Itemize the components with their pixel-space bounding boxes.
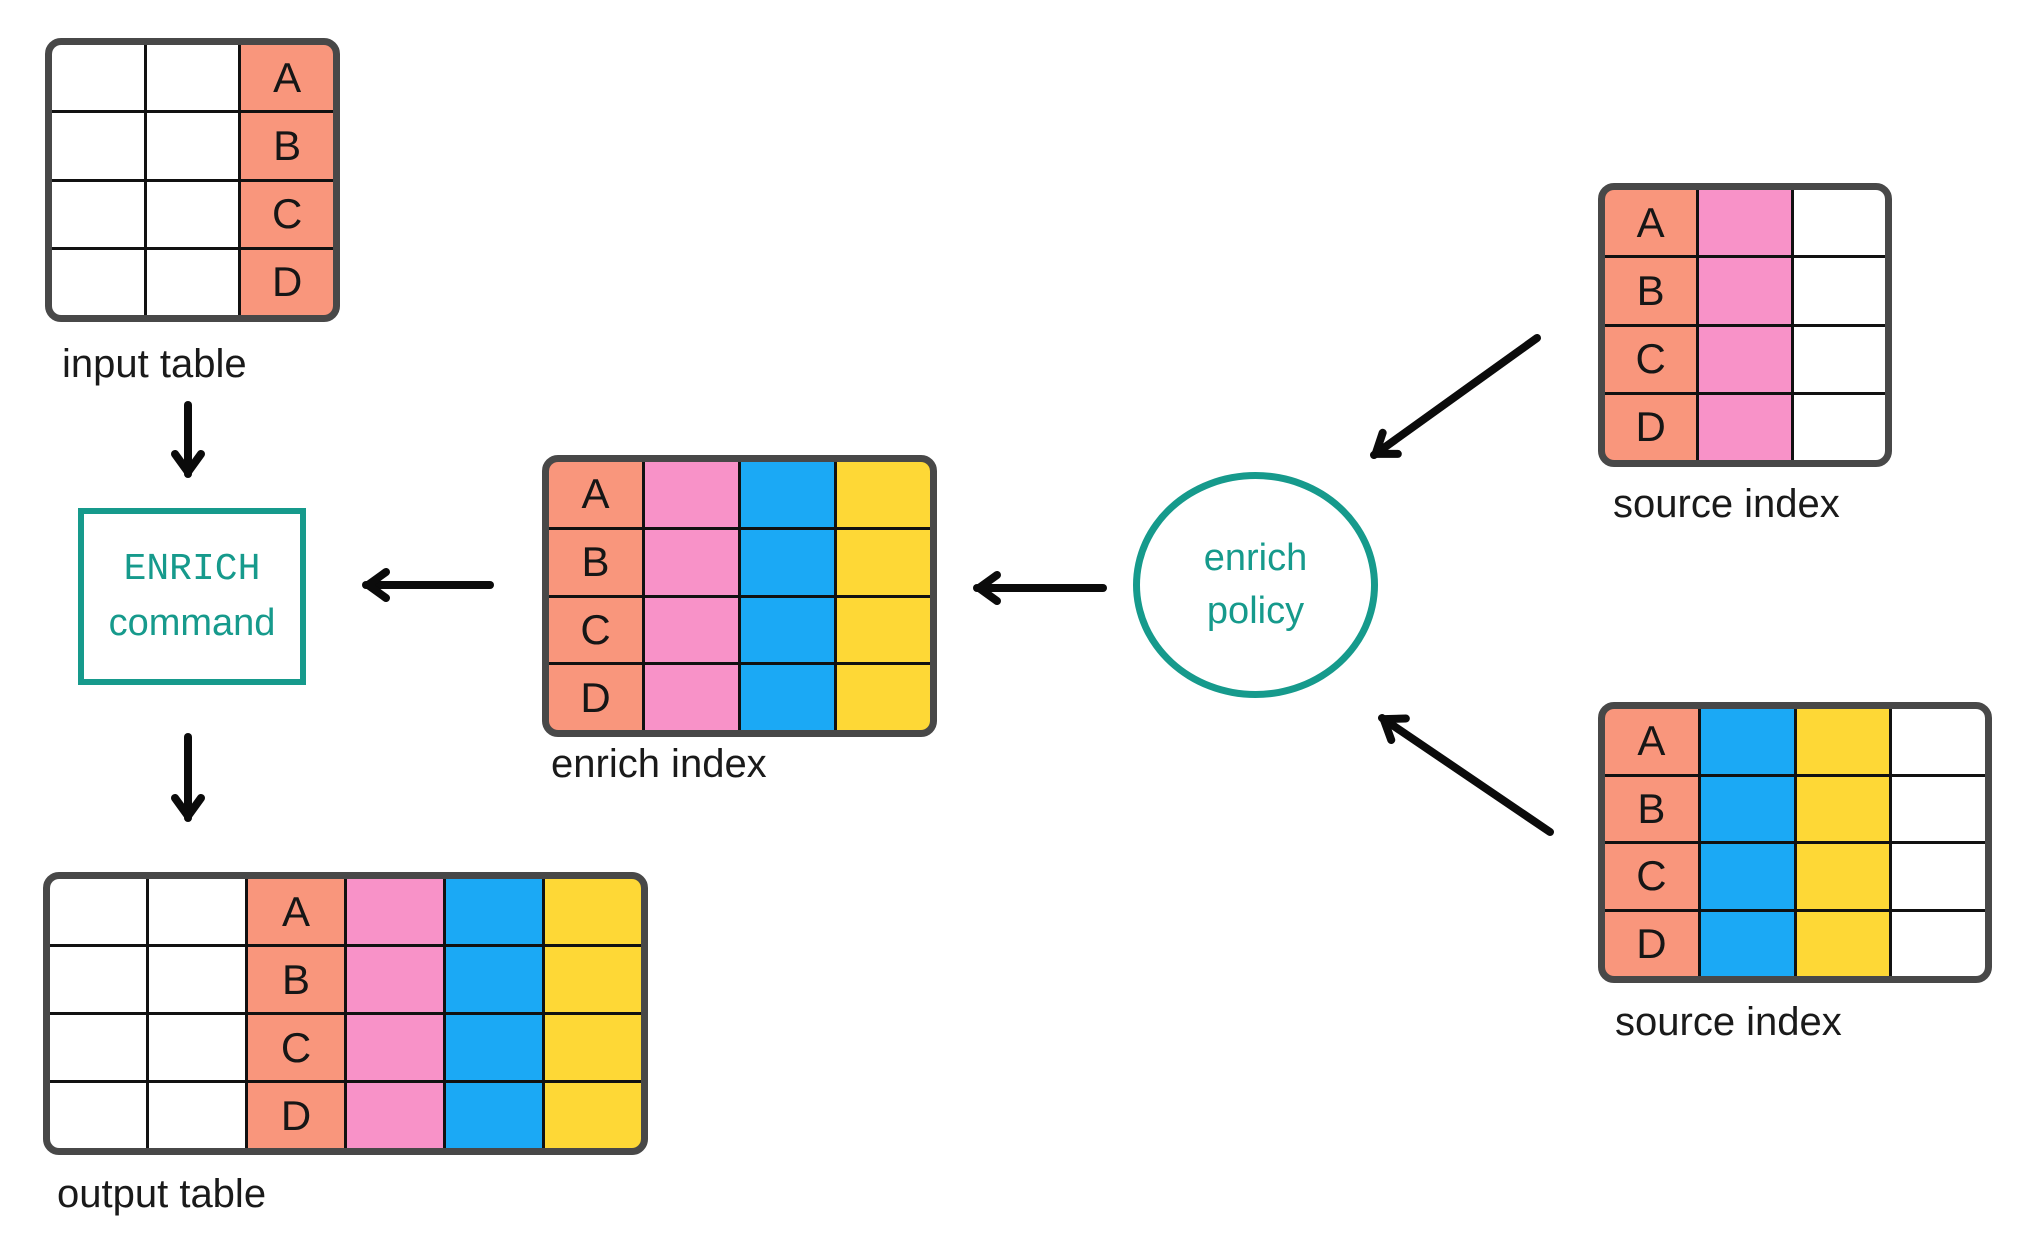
blank-cell — [50, 1015, 146, 1080]
key-cell: D — [549, 665, 642, 730]
key-cell: B — [248, 947, 344, 1012]
key-cell: A — [1605, 190, 1697, 256]
enrich-policy-word1: enrich — [1203, 536, 1308, 579]
key-cell: C — [248, 1015, 344, 1080]
blank-cell — [50, 879, 146, 944]
enrich-command-word: command — [108, 601, 276, 644]
enrich-command-box: ENRICH command — [78, 508, 306, 685]
blank-cell — [1793, 326, 1885, 392]
key-cell: A — [241, 45, 333, 111]
key-cell: D — [1605, 911, 1698, 976]
blank-cell — [149, 947, 245, 1012]
pink-cell — [347, 879, 443, 944]
arrow-source-index-bottom-to-enrich-policy — [1378, 714, 1554, 836]
pink-cell — [1699, 190, 1791, 256]
blank-cell — [149, 1015, 245, 1080]
blank-cell — [1892, 911, 1985, 976]
pink-cell — [1699, 258, 1791, 324]
blue-cell — [1700, 709, 1794, 774]
blue-cell — [1700, 844, 1794, 909]
blue-cell — [1700, 776, 1794, 841]
key-cell: D — [248, 1083, 344, 1148]
yellow-cell — [837, 529, 930, 595]
blank-cell — [149, 1083, 245, 1148]
enrich-command-keyword: ENRICH — [123, 548, 261, 592]
pink-cell — [1699, 394, 1791, 460]
key-cell: B — [241, 113, 333, 179]
blank-cell — [1793, 394, 1885, 460]
pink-cell — [645, 462, 738, 527]
pink-cell — [645, 665, 738, 730]
key-cell: C — [1605, 844, 1698, 909]
blank-cell — [146, 45, 239, 111]
blank-cell — [50, 947, 146, 1012]
key-cell: B — [1605, 776, 1698, 841]
blue-cell — [446, 1015, 542, 1080]
blank-cell — [1892, 844, 1985, 909]
yellow-cell — [1796, 776, 1890, 841]
key-cell: C — [241, 181, 333, 247]
blank-cell — [52, 181, 144, 247]
blank-cell — [146, 181, 239, 247]
key-cell: A — [549, 462, 642, 527]
pink-cell — [347, 1015, 443, 1080]
yellow-cell — [837, 462, 930, 527]
blue-cell — [741, 665, 834, 730]
key-cell: A — [248, 879, 344, 944]
yellow-cell — [545, 879, 641, 944]
blue-cell — [446, 947, 542, 1012]
pink-cell — [645, 597, 738, 663]
yellow-cell — [1796, 844, 1890, 909]
blue-cell — [741, 529, 834, 595]
output-table-label: output table — [57, 1172, 267, 1216]
yellow-cell — [545, 1083, 641, 1148]
enrich-policy-circle: enrich policy — [1133, 472, 1378, 698]
enrich-index-label: enrich index — [551, 742, 767, 786]
arrow-source-index-top-to-enrich-policy — [1370, 334, 1541, 459]
key-cell: B — [549, 529, 642, 595]
key-cell: C — [549, 597, 642, 663]
yellow-cell — [1796, 911, 1890, 976]
source-index-top-label: source index — [1613, 482, 1840, 526]
blue-cell — [741, 462, 834, 527]
blank-cell — [149, 879, 245, 944]
blank-cell — [52, 113, 144, 179]
blank-cell — [146, 113, 239, 179]
pink-cell — [347, 1083, 443, 1148]
key-cell: B — [1605, 258, 1697, 324]
yellow-cell — [837, 597, 930, 663]
blank-cell — [52, 249, 144, 315]
blank-cell — [1793, 258, 1885, 324]
input-table-label: input table — [62, 342, 247, 386]
blank-cell — [1892, 776, 1985, 841]
key-cell: D — [1605, 394, 1697, 460]
pink-cell — [1699, 326, 1791, 392]
yellow-cell — [837, 665, 930, 730]
yellow-cell — [1796, 709, 1890, 774]
yellow-cell — [545, 947, 641, 1012]
blank-cell — [146, 249, 239, 315]
blank-cell — [50, 1083, 146, 1148]
blue-cell — [446, 1083, 542, 1148]
blue-cell — [1700, 911, 1794, 976]
enrich-policy-word2: policy — [1206, 590, 1305, 632]
blank-cell — [52, 45, 144, 111]
key-cell: A — [1605, 709, 1698, 774]
yellow-cell — [545, 1015, 641, 1080]
key-cell: C — [1605, 326, 1697, 392]
key-cell: D — [241, 249, 333, 315]
pink-cell — [347, 947, 443, 1012]
blank-cell — [1892, 709, 1985, 774]
pink-cell — [645, 529, 738, 595]
blue-cell — [741, 597, 834, 663]
blue-cell — [446, 879, 542, 944]
source-index-bottom-label: source index — [1615, 1000, 1842, 1044]
blank-cell — [1793, 190, 1885, 256]
